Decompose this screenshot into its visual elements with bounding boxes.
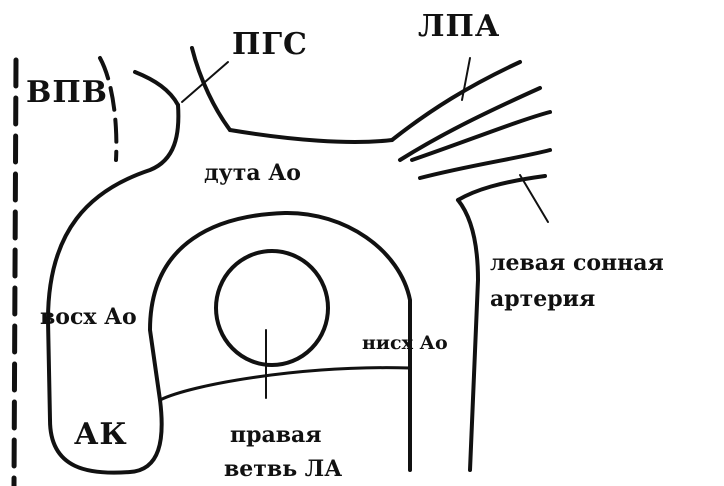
- brachiocephalic-trunk-left-wall: [135, 72, 178, 105]
- label-lpa: ЛПА: [418, 12, 500, 42]
- label-right-pa-line2: ветвь ЛА: [224, 458, 342, 480]
- rpa-cross-section: [216, 251, 328, 365]
- label-right-pa-line1: правая: [230, 424, 322, 446]
- label-left-carotid-line1: левая сонная: [490, 252, 664, 274]
- svc-outer-dashed-line: [14, 60, 16, 486]
- label-left-carotid-line2: артерия: [490, 288, 595, 310]
- label-ascending-aorta: восх Ао: [40, 306, 137, 328]
- lpa-pointer-line: [462, 58, 470, 100]
- label-aortic-arch: дута Ао: [204, 162, 301, 184]
- aorta-outer-contour: [48, 105, 178, 420]
- rpa-upper-boundary: [160, 368, 410, 400]
- subclavian-lower-wall: [420, 150, 550, 178]
- carotid-pointer-line: [520, 175, 548, 222]
- descending-aorta-outer-contour: [458, 200, 478, 470]
- label-descending-aorta: нисх Ао: [362, 334, 448, 353]
- lca-lower-wall: [400, 88, 540, 160]
- pgs-pointer-line: [182, 62, 228, 102]
- arch-top-contour: [230, 130, 392, 142]
- label-pgs: ПГС: [232, 30, 308, 60]
- label-vpv: ВПВ: [26, 78, 108, 108]
- label-aortic-valve: АК: [74, 420, 128, 450]
